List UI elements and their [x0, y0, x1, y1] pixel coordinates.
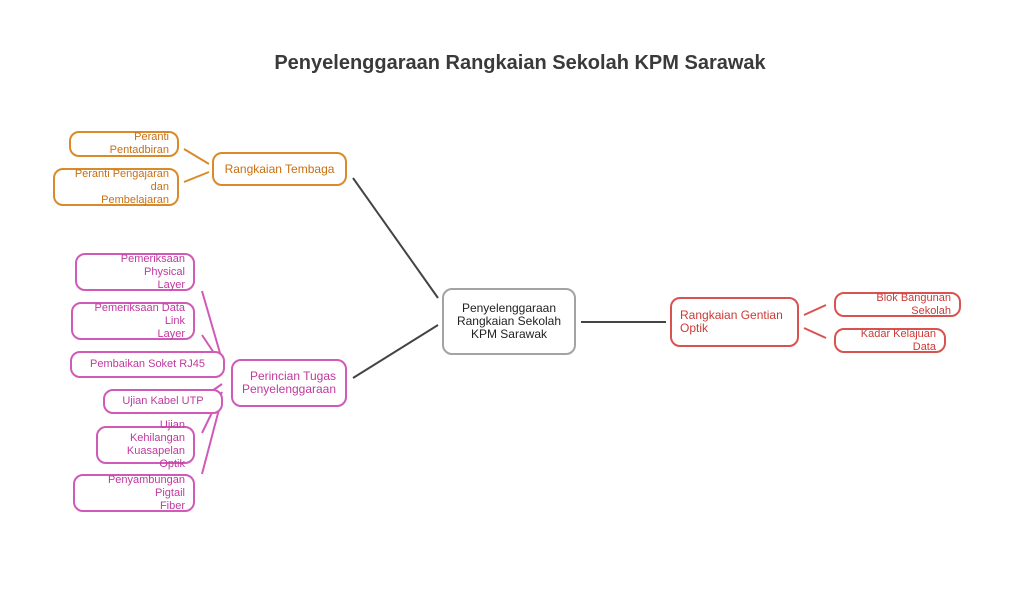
leaf-ujian-kehilangan: Ujian Kehilangan Kuasapelan Optik: [96, 419, 195, 470]
branch-rangkaian-tembaga: Rangkaian Tembaga: [212, 152, 347, 186]
edge-root-tembaga: [352, 177, 439, 299]
leaf-penyambungan-pigtail: Penyambungan Pigtail Fiber: [73, 474, 195, 512]
branch-perincian-tugas: Perincian Tugas Penyelenggaraan: [231, 359, 347, 407]
leaf-kadar-kelajuan: Kadar Kelajuan Data: [834, 328, 946, 353]
edge-gentian-child-2: [803, 327, 827, 339]
edge-tembaga-child-2: [183, 171, 210, 183]
leaf-blok-bangunan: Blok Bangunan Sekolah: [834, 292, 961, 317]
edge-tembaga-child-1: [183, 148, 210, 165]
diagram-title: Penyelenggaraan Rangkaian Sekolah KPM Sa…: [274, 52, 766, 74]
edge-perincian-child-1: [201, 290, 223, 361]
leaf-ujian-kabel: Ujian Kabel UTP: [103, 389, 223, 414]
edge-root-perincian: [352, 324, 439, 379]
leaf-peranti-pentadbiran: Peranti Pentadbiran: [69, 131, 179, 157]
leaf-peranti-pengajaran: Peranti Pengajaran dan Pembelajaran: [53, 168, 179, 206]
root-node: Penyelenggaraan Rangkaian Sekolah KPM Sa…: [442, 288, 576, 355]
branch-rangkaian-gentian: Rangkaian Gentian Optik: [670, 297, 799, 347]
leaf-pemeriksaan-physical: Pemeriksaan Physical Layer: [75, 253, 195, 291]
leaf-pembaikan-soket: Pembaikan Soket RJ45: [70, 351, 225, 378]
edge-gentian-child-1: [803, 304, 827, 316]
leaf-pemeriksaan-datalink: Pemeriksaan Data Link Layer: [71, 302, 195, 340]
